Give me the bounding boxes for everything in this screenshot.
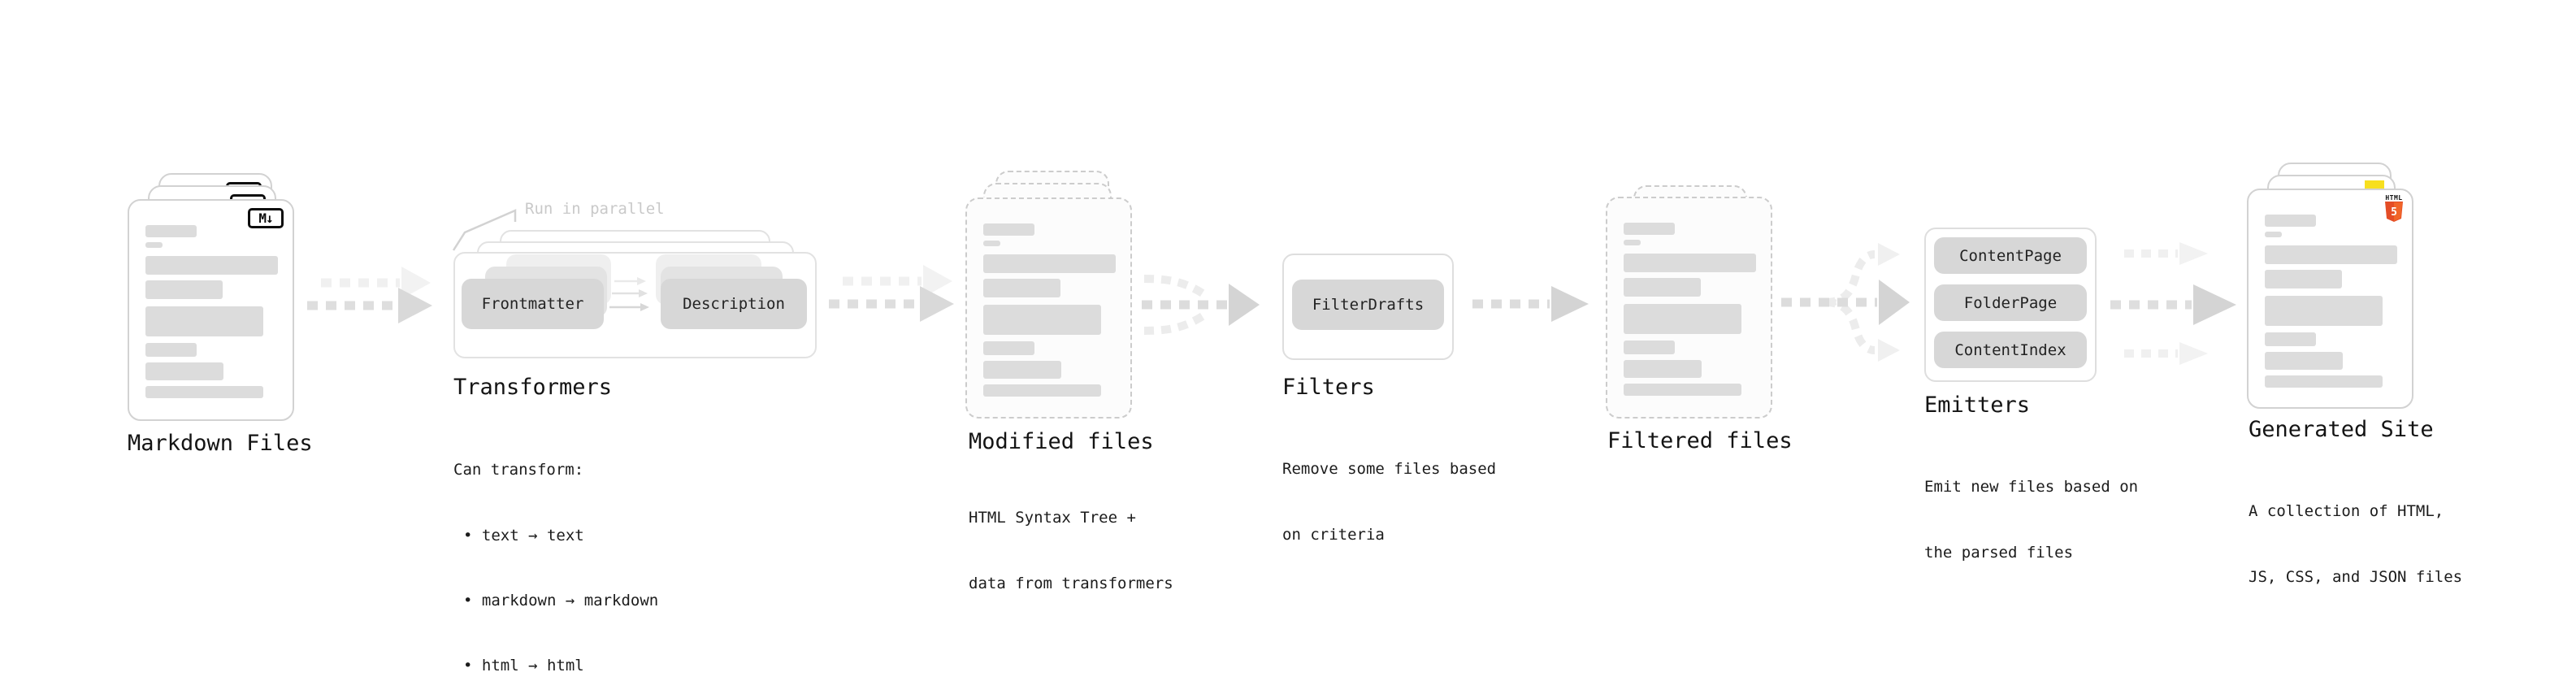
stage-label-modified-files: Modified files xyxy=(969,429,1154,454)
description-line: the parsed files xyxy=(1924,544,2074,562)
text-line-placeholder xyxy=(2265,270,2342,288)
text-line-placeholder xyxy=(145,225,197,237)
stage-label-filters: Filters xyxy=(1282,375,1375,400)
text-line-placeholder xyxy=(1624,340,1675,354)
file-skeleton xyxy=(2249,190,2412,407)
generated-site-description: A collection of HTML, JS, CSS, and JSON … xyxy=(2249,457,2462,632)
html5-icon-label: HTML xyxy=(2385,194,2403,202)
text-line-placeholder xyxy=(1624,223,1675,235)
contentindex-pill: ContentIndex xyxy=(1934,332,2087,368)
description-line: Emit new files based on xyxy=(1924,478,2139,496)
transformers-description: Can transform: • text → text • markdown … xyxy=(453,414,658,681)
text-line-placeholder xyxy=(983,254,1116,273)
text-line-placeholder xyxy=(1624,384,1741,396)
text-line-placeholder xyxy=(2265,332,2316,346)
emitters-description: Emit new files based on the parsed files xyxy=(1924,432,2138,608)
text-line-placeholder xyxy=(1624,278,1701,297)
modified-files-description: HTML Syntax Tree + data from transformer… xyxy=(969,463,1173,639)
file-skeleton xyxy=(1607,198,1771,417)
description-line: A collection of HTML, xyxy=(2249,502,2444,520)
bullet-item: • markdown → markdown xyxy=(463,592,659,609)
description-line: Can transform: xyxy=(453,461,584,479)
stage-label-filtered-files: Filtered files xyxy=(1607,428,1793,453)
description-line: JS, CSS, and JSON files xyxy=(2249,568,2463,586)
text-line-placeholder xyxy=(145,386,263,398)
text-line-placeholder xyxy=(145,256,278,275)
stage-label-emitters: Emitters xyxy=(1924,393,2031,418)
flow-arrows-emitters-to-generated xyxy=(2110,242,2236,365)
file-skeleton xyxy=(129,201,293,419)
description-pill: Description xyxy=(661,279,807,329)
stage-label-generated-site: Generated Site xyxy=(2249,417,2434,442)
description-line: data from transformers xyxy=(969,575,1173,592)
text-line-placeholder xyxy=(983,361,1061,379)
description-line: Remove some files based xyxy=(1282,460,1497,478)
parallel-arrows-icon xyxy=(609,277,649,311)
generated-file-card-html: HTML 5 xyxy=(2247,189,2413,409)
text-line-placeholder xyxy=(983,384,1101,397)
markdown-file-card-front: M↓ xyxy=(128,199,294,421)
file-skeleton xyxy=(967,199,1130,417)
text-line-placeholder xyxy=(145,306,263,336)
filterdrafts-pill: FilterDrafts xyxy=(1292,280,1444,330)
flow-arrow-filters-to-filtered xyxy=(1472,286,1589,322)
text-line-placeholder xyxy=(1624,360,1702,378)
text-line-placeholder xyxy=(145,242,163,248)
text-line-placeholder xyxy=(2265,245,2397,264)
markdown-icon: M↓ xyxy=(248,208,284,228)
description-line: HTML Syntax Tree + xyxy=(969,509,1136,527)
text-line-placeholder xyxy=(1624,240,1641,245)
flow-arrow-markdown-to-transformers xyxy=(307,267,432,323)
html5-icon: HTML 5 xyxy=(2384,194,2404,226)
text-line-placeholder xyxy=(2265,296,2383,326)
stage-label-transformers: Transformers xyxy=(453,375,613,400)
bullet-item: • html → html xyxy=(463,657,584,674)
text-line-placeholder xyxy=(983,305,1101,335)
modified-file-card-front xyxy=(965,197,1132,419)
flow-arrow-transformers-to-modified xyxy=(829,265,954,322)
text-line-placeholder xyxy=(1624,304,1741,334)
contentpage-pill: ContentPage xyxy=(1934,237,2087,274)
text-line-placeholder xyxy=(1624,254,1756,272)
flow-arrow-merge-modified-to-filters xyxy=(1142,275,1260,335)
frontmatter-pill: Frontmatter xyxy=(462,279,604,329)
text-line-placeholder xyxy=(145,280,223,299)
html5-shield: 5 xyxy=(2385,202,2403,222)
text-line-placeholder xyxy=(2265,352,2343,370)
folderpage-pill: FolderPage xyxy=(1934,284,2087,321)
filtered-file-card-front xyxy=(1606,197,1772,419)
text-line-placeholder xyxy=(2265,232,2282,237)
text-line-placeholder xyxy=(983,241,1000,246)
run-in-parallel-note: Run in parallel xyxy=(525,200,665,218)
text-line-placeholder xyxy=(145,343,197,357)
description-line: on criteria xyxy=(1282,526,1385,544)
filters-description: Remove some files based on criteria xyxy=(1282,414,1496,590)
stage-label-markdown-files: Markdown Files xyxy=(128,431,313,456)
callout-line xyxy=(452,209,517,251)
bullet-item: • text → text xyxy=(463,527,584,544)
text-line-placeholder xyxy=(2265,215,2316,227)
text-line-placeholder xyxy=(983,223,1034,236)
text-line-placeholder xyxy=(983,279,1060,297)
svg-text:5: 5 xyxy=(2391,206,2397,219)
text-line-placeholder xyxy=(145,362,223,380)
flow-arrow-split-filtered-to-emitters xyxy=(1781,243,1910,362)
text-line-placeholder xyxy=(2265,375,2383,388)
text-line-placeholder xyxy=(983,341,1034,355)
